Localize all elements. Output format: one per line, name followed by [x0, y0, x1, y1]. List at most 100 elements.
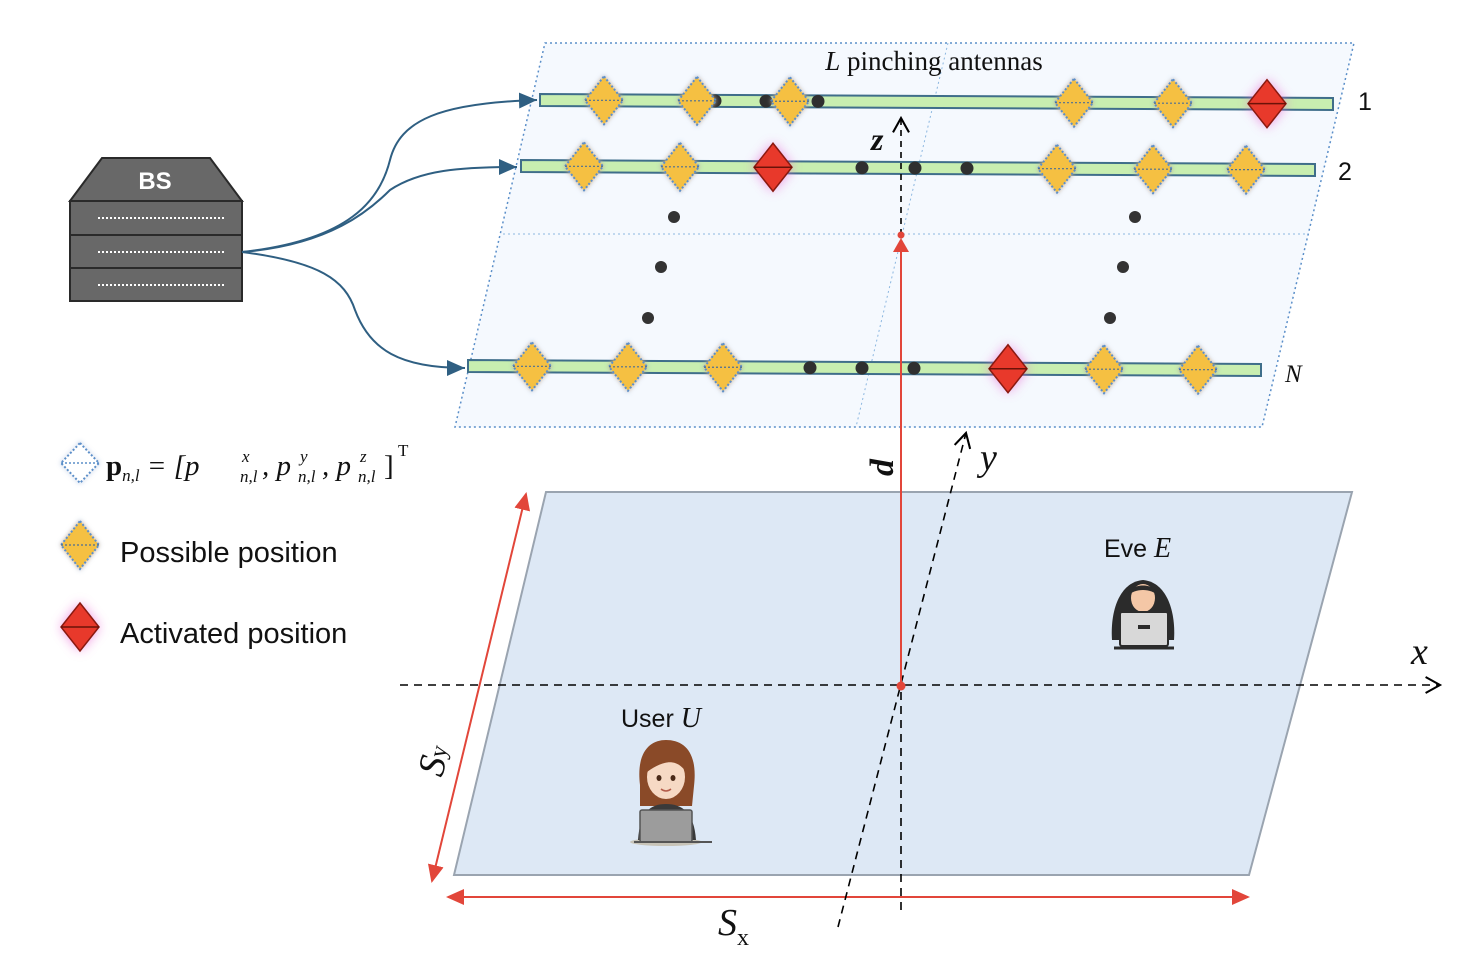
formula-comma-p3: , p: [322, 450, 351, 482]
origin-dot: [896, 681, 906, 691]
possible-antenna: [1036, 143, 1078, 195]
legend-activated-marker: [60, 601, 100, 653]
row-label-1: 1: [1358, 88, 1372, 116]
waveguide-row-n: [467, 340, 1262, 396]
ellipsis-dot: [1117, 261, 1129, 273]
activated-antenna: [1247, 78, 1287, 129]
possible-antenna: [1053, 77, 1095, 129]
base-station-label: BS: [138, 168, 171, 195]
possible-diamond: [563, 140, 605, 192]
feed-curve-row-1: [241, 92, 538, 253]
formula-close: ]: [384, 450, 394, 482]
panel-title-text: pinching antennas: [840, 46, 1042, 76]
possible-antenna: [1152, 77, 1194, 129]
ellipsis-dot: [1129, 211, 1141, 223]
legend-coordinate-formula: pn,l = [p: [106, 450, 199, 485]
possible-diamond: [1177, 344, 1219, 396]
antenna-ellipsis-dot: [803, 361, 817, 375]
row-ellipsis-dots: [642, 211, 1141, 324]
antenna-ellipsis-dot: [855, 361, 869, 375]
activated-antenna: [753, 142, 793, 193]
waveguide-bar: [539, 92, 1334, 112]
eve-laptop-logo: [1138, 625, 1150, 629]
x-axis-label: x: [1410, 631, 1428, 673]
z-axis-label: z: [870, 121, 884, 157]
user-label-var: U: [681, 703, 703, 734]
waveguide-row-2: [520, 140, 1316, 196]
waveguide-row-1: [539, 74, 1334, 129]
activated-antenna: [988, 343, 1028, 394]
user-label-text: User: [621, 705, 681, 733]
row-label-n: N: [1284, 361, 1303, 388]
possible-diamond: [583, 74, 625, 126]
antenna-ellipsis-dot: [907, 361, 921, 375]
user-eye: [656, 775, 662, 781]
possible-diamond: [659, 141, 701, 193]
possible-diamond: [607, 341, 649, 393]
feed-curve-row-n: [241, 251, 466, 376]
possible-antenna: [676, 75, 718, 127]
possible-diamond: [1053, 77, 1095, 129]
legend-possible-marker: [59, 519, 101, 571]
sy-label: Sy: [410, 740, 458, 780]
possible-antenna: [1177, 344, 1219, 396]
legend: pn,l = [p x n,l , p y n,l , p z n,l ] T …: [59, 441, 409, 653]
d-label: d: [864, 458, 901, 476]
antenna-ellipsis-dot: [811, 94, 825, 108]
possible-antenna: [1132, 143, 1174, 195]
base-station: BS: [68, 157, 244, 302]
feed-curve-row-2: [241, 159, 518, 253]
panel-title-var: L: [824, 46, 840, 76]
possible-diamond: [1225, 144, 1267, 196]
formula-rest: = [p: [140, 450, 200, 482]
sx-label: Sx: [718, 902, 749, 951]
formula-sub-2: n,l: [298, 467, 316, 486]
user-eye: [670, 775, 676, 781]
panel-center-dot: [897, 231, 905, 239]
possible-antenna: [607, 341, 649, 393]
row-label-2: 2: [1338, 158, 1352, 186]
eve-label-text: Eve: [1104, 535, 1154, 563]
formula-super-z: z: [359, 447, 367, 466]
ellipsis-dot: [642, 312, 654, 324]
ellipsis-dot: [668, 211, 680, 223]
eve-hacker-icon: [1111, 580, 1175, 650]
possible-diamond: [676, 75, 718, 127]
possible-antenna: [659, 141, 701, 193]
panel-title: L pinching antennas: [824, 46, 1042, 76]
user-bangs: [647, 748, 687, 772]
possible-antenna: [59, 519, 101, 571]
possible-diamond: [511, 340, 553, 392]
eve-face: [1131, 584, 1155, 612]
sx-label-sub: x: [737, 925, 749, 951]
legend-activated-label: Activated position: [120, 618, 347, 650]
y-axis-label: y: [976, 437, 997, 479]
formula-bold: p: [106, 450, 122, 482]
possible-diamond: [1083, 343, 1125, 395]
legend-coordinate-marker: [59, 441, 101, 485]
formula-sub-1: n,l: [240, 467, 258, 486]
activated-antenna: [60, 601, 100, 653]
eve-label-var: E: [1153, 533, 1171, 564]
formula-sub: n,l: [122, 466, 140, 485]
legend-coordinate-diamond: [59, 441, 101, 485]
eve-hood-rim: [1128, 585, 1158, 596]
possible-antenna: [769, 75, 811, 127]
formula-super-y: y: [298, 447, 308, 466]
legend-possible-label: Possible position: [120, 537, 338, 569]
possible-diamond: [1132, 143, 1174, 195]
possible-antenna: [702, 341, 744, 393]
possible-diamond: [702, 341, 744, 393]
formula-comma-p2: , p: [262, 450, 291, 482]
possible-antenna: [511, 340, 553, 392]
possible-diamond: [1036, 143, 1078, 195]
formula-super-x: x: [241, 447, 250, 466]
user-label: User U: [621, 703, 703, 734]
user-mouth: [660, 788, 672, 792]
user-avatar-icon: [630, 740, 712, 846]
antenna-ellipsis-dot: [759, 94, 773, 108]
possible-diamond: [59, 519, 101, 571]
sx-label-main: S: [718, 902, 737, 944]
feed-connections: [241, 92, 538, 376]
